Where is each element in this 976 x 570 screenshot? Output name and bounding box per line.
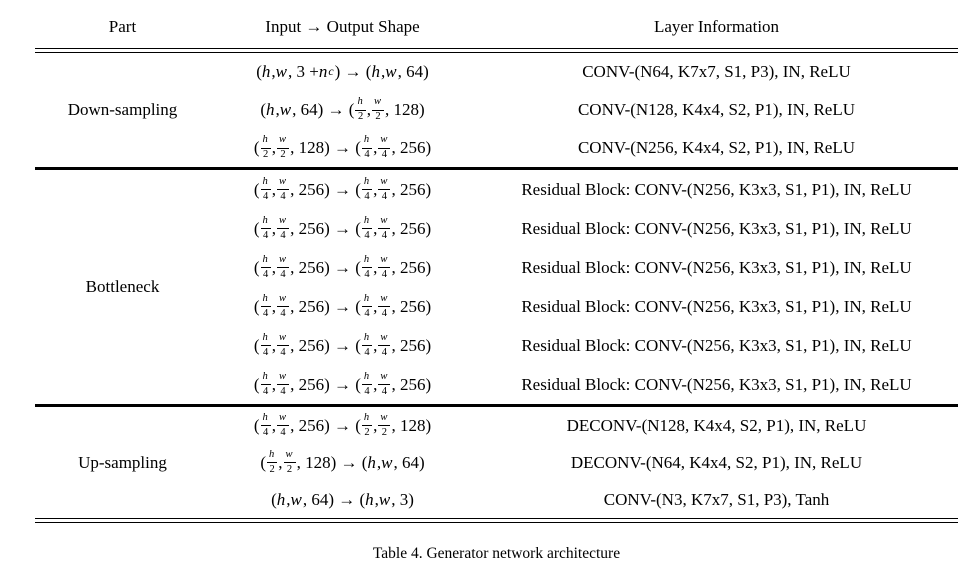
table-rule-double-top xyxy=(35,48,958,53)
layer-cell: DECONV-(N128, K4x4, S2, P1), IN, ReLU xyxy=(566,415,867,435)
layer-cell: DECONV-(N64, K4x4, S2, P1), IN, ReLU xyxy=(570,452,863,472)
layer-cell: Residual Block: CONV-(N256, K3x3, S1, P1… xyxy=(521,257,912,277)
part-label: Up-sampling xyxy=(78,452,167,472)
part-label: Bottleneck xyxy=(85,277,160,296)
table-caption: Table 4. Generator network architecture xyxy=(372,545,621,562)
layer-cell: Residual Block: CONV-(N256, K3x3, S1, P1… xyxy=(521,218,912,238)
layer-cell: Residual Block: CONV-(N256, K3x3, S1, P1… xyxy=(521,179,912,199)
table-rule-thick-1 xyxy=(35,167,958,170)
table-header-row: Part Input → Output Shape Layer Informat… xyxy=(35,6,958,48)
header-layer: Layer Information xyxy=(653,17,780,36)
layer-cell: CONV-(N3, K7x7, S1, P3), Tanh xyxy=(603,489,830,509)
shape-cell: (h, w, 64) → (h, w, 3) xyxy=(271,489,414,509)
layer-cell: CONV-(N64, K7x7, S1, P3), IN, ReLU xyxy=(582,62,851,81)
layer-cell: Residual Block: CONV-(N256, K3x3, S1, P1… xyxy=(521,374,912,394)
table-row: (h, w, 64) → (h, w, 3) CONV-(N3, K7x7, S… xyxy=(210,481,958,518)
part-label: Down-sampling xyxy=(67,100,178,119)
table-rule-thick-2 xyxy=(35,404,958,407)
header-part: Part xyxy=(108,17,137,36)
layer-cell: Residual Block: CONV-(N256, K3x3, S1, P1… xyxy=(521,335,912,355)
layer-cell: Residual Block: CONV-(N256, K3x3, S1, P1… xyxy=(521,296,912,316)
table-rule-double-bottom xyxy=(35,518,958,523)
layer-cell: CONV-(N256, K4x4, S2, P1), IN, ReLU xyxy=(577,138,856,157)
header-shape: Input → Output Shape xyxy=(265,17,420,36)
layer-cell: CONV-(N128, K4x4, S2, P1), IN, ReLU xyxy=(577,100,856,119)
